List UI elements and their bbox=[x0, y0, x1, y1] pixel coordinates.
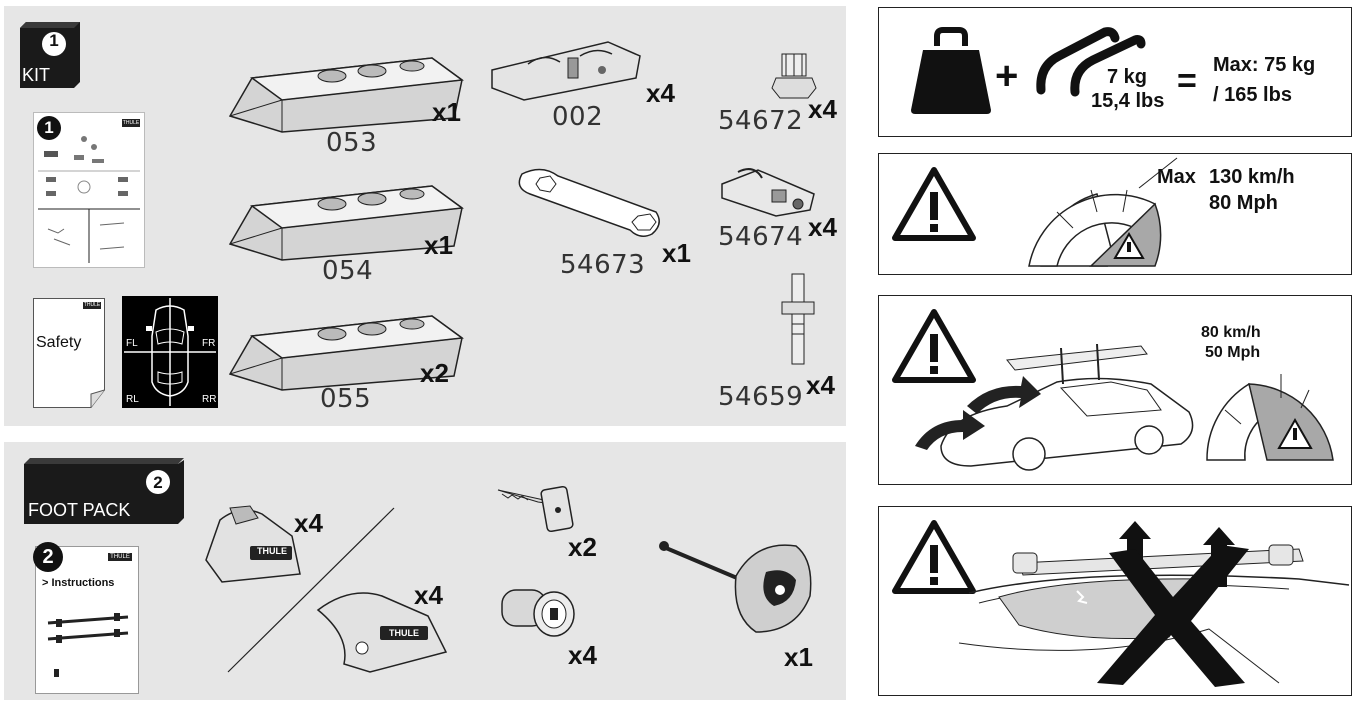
foot-pack-sheet-title: > Instructions bbox=[42, 577, 115, 589]
warning-icon bbox=[892, 309, 976, 383]
warning-icon bbox=[892, 520, 976, 594]
part-053-qty: x1 bbox=[432, 97, 461, 127]
bracket-002-icon bbox=[491, 41, 641, 101]
pos-fr: FR bbox=[202, 338, 216, 349]
pad-055-icon bbox=[228, 315, 464, 391]
foot-1-qty: x4 bbox=[294, 508, 323, 538]
pad-053-icon bbox=[228, 57, 464, 133]
speedometer-icon bbox=[1206, 374, 1334, 461]
roof-lift-prohibited-icon bbox=[958, 521, 1350, 687]
safety-leaflet: THULE Safety bbox=[33, 298, 105, 408]
foot-pack-sheet-brand: THULE bbox=[110, 554, 130, 560]
speed1-max-label: Max bbox=[1157, 166, 1196, 188]
foot-2-qty: x4 bbox=[414, 580, 443, 610]
part-055-code: 055 bbox=[320, 384, 372, 414]
foot-pack-badge-label: FOOT PACK bbox=[28, 500, 131, 520]
car-top-view-icon bbox=[124, 298, 216, 406]
kit-sheet-brand: THULE bbox=[122, 120, 140, 126]
part-054-code: 054 bbox=[322, 256, 374, 286]
part-54673-code: 54673 bbox=[560, 250, 646, 280]
lock-cylinder-icon bbox=[501, 589, 575, 637]
pos-rr: RR bbox=[202, 394, 217, 405]
sheet-thumbnail-icon bbox=[38, 119, 140, 263]
part-54672-qty: x4 bbox=[808, 94, 837, 124]
speed2-mph: 50 Mph bbox=[1205, 344, 1261, 361]
part-054-qty: x1 bbox=[424, 230, 453, 260]
speedometer-icon bbox=[1028, 157, 1178, 267]
part-54672-code: 54672 bbox=[718, 106, 804, 136]
part-54659-qty: x4 bbox=[806, 370, 835, 400]
kit-badge-label: KIT bbox=[22, 65, 51, 85]
part-54659-code: 54659 bbox=[718, 382, 804, 412]
kit-badge bbox=[20, 22, 80, 88]
kit-sheet-number: 1 bbox=[44, 118, 54, 137]
max-load-kg: Max: 75 kg bbox=[1213, 54, 1316, 76]
kit-badge-number: 1 bbox=[49, 31, 59, 50]
speed1-mph: 80 Mph bbox=[1209, 192, 1278, 214]
part-54674-code: 54674 bbox=[718, 222, 804, 252]
clamp-54674-icon bbox=[721, 168, 815, 217]
loaded-speed-box: 80 km/h 50 Mph bbox=[878, 295, 1352, 485]
key-icon bbox=[497, 485, 574, 533]
max-load-lbs: / 165 lbs bbox=[1213, 84, 1292, 106]
speed1-kmh: 130 km/h bbox=[1209, 166, 1295, 188]
lock-cylinder-qty: x4 bbox=[568, 640, 597, 670]
foot-pack-instruction-sheet: 2 THULE > Instructions bbox=[33, 542, 139, 694]
key-qty: x2 bbox=[568, 532, 597, 562]
bolt-54659-icon bbox=[781, 273, 815, 365]
roof-bars-icon bbox=[1036, 27, 1146, 97]
pos-rl: RL bbox=[126, 394, 139, 405]
torque-tool-qty: x1 bbox=[784, 642, 813, 672]
equals-sign: = bbox=[1177, 62, 1197, 100]
diagonal-divider bbox=[227, 507, 395, 673]
foot-icon-1 bbox=[205, 505, 301, 583]
plus-sign: + bbox=[995, 54, 1019, 98]
part-053-code: 053 bbox=[326, 128, 378, 158]
car-position-diagram: FL FR RL RR bbox=[122, 296, 218, 408]
max-speed-box: Max 130 km/h 80 Mph bbox=[878, 153, 1352, 275]
pad-054-icon bbox=[228, 185, 464, 261]
part-002-qty: x4 bbox=[646, 78, 675, 108]
part-055-qty: x2 bbox=[420, 358, 449, 388]
foot-icon-2 bbox=[316, 592, 448, 673]
bar-weight-kg: 7 kg bbox=[1107, 66, 1148, 88]
nut-54672-icon bbox=[771, 53, 817, 99]
car-with-load-icon bbox=[915, 343, 1194, 471]
bar-thumbnail-icon bbox=[47, 553, 132, 677]
part-002-code: 002 bbox=[552, 102, 604, 132]
part-54674-qty: x4 bbox=[808, 212, 837, 242]
speed2-kmh: 80 km/h bbox=[1201, 324, 1261, 341]
safety-label: Safety bbox=[36, 334, 82, 351]
part-54673-qty: x1 bbox=[662, 238, 691, 268]
torque-tool-icon bbox=[659, 541, 812, 633]
bar-weight-lbs: 15,4 lbs bbox=[1091, 90, 1165, 112]
safety-brand: THULE bbox=[83, 302, 101, 308]
warning-icon bbox=[892, 167, 976, 241]
pos-fl: FL bbox=[126, 338, 138, 349]
tool-54673-icon bbox=[518, 168, 660, 237]
foot-pack-badge bbox=[24, 458, 184, 524]
kit-instruction-sheet: 1 THULE bbox=[33, 112, 145, 268]
foot-pack-badge-number: 2 bbox=[153, 473, 163, 492]
load-capacity-box: + 7 kg 15,4 lbs = Max: 75 kg / 165 lbs bbox=[878, 7, 1352, 137]
foot-2-brand: THULE bbox=[389, 628, 419, 638]
no-lifting-box bbox=[878, 506, 1352, 696]
foot-1-brand: THULE bbox=[257, 546, 287, 556]
foot-pack-sheet-number: 2 bbox=[42, 546, 54, 568]
weight-icon bbox=[911, 27, 991, 114]
